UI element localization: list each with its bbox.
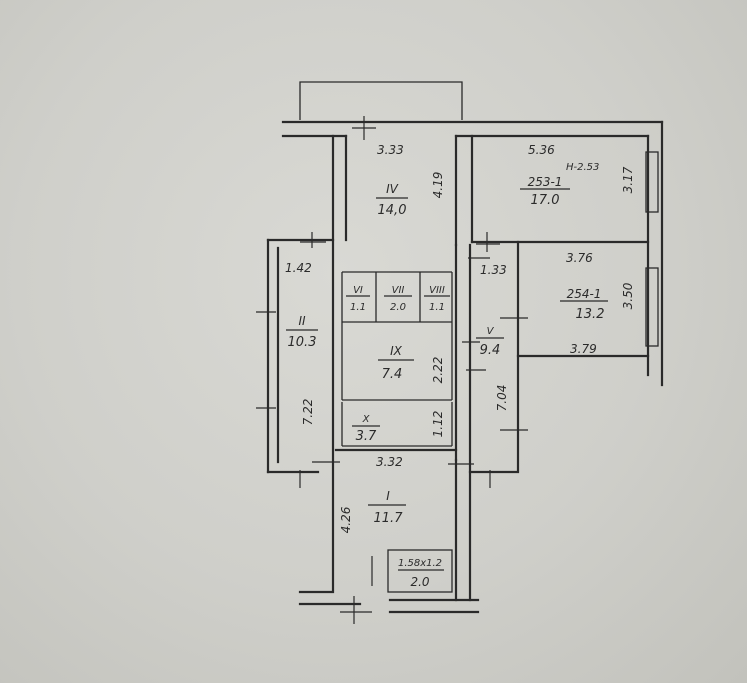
room-x-number: X [362, 414, 371, 425]
room-x-area: 3.7 [356, 429, 377, 444]
closet-size: 1.58x1.2 [398, 558, 442, 569]
labels: 3.33 IV 14,0 4.19 5.36 H-2.53 253-1 17.0… [285, 143, 635, 589]
room-i-length: 4.26 [339, 506, 353, 533]
room-v-area: 9.4 [480, 343, 501, 358]
room-ii-number: II [298, 314, 306, 328]
room-ix-number: IX [390, 344, 403, 358]
room-iv-width: 3.33 [377, 143, 404, 157]
room-i-area: 11.7 [374, 511, 404, 526]
room-254-id: 254-1 [567, 287, 602, 301]
closet-area: 2.0 [410, 575, 429, 589]
room-iv-area: 14,0 [378, 203, 407, 218]
room-253-length: 3.17 [621, 166, 635, 193]
room-iv-length: 4.19 [431, 172, 445, 199]
walls [266, 120, 664, 614]
room-iv-number: IV [386, 182, 399, 196]
room-253-id: 253-1 [528, 175, 563, 189]
room-viii-area: 1.1 [429, 302, 445, 313]
room-v-number: V [487, 326, 495, 337]
room-i-width: 3.32 [376, 455, 403, 469]
room-vii-area: 2.0 [390, 302, 406, 313]
room-253-area: 17.0 [531, 193, 560, 208]
room-ix-length: 2.22 [431, 357, 445, 384]
room-254-width-bottom: 3.79 [570, 342, 597, 356]
room-ii-area: 10.3 [288, 335, 317, 350]
tick-marks [256, 116, 528, 624]
room-ii-length: 7.22 [301, 399, 315, 426]
room-253-height: H-2.53 [566, 162, 599, 173]
room-ii-width: 1.42 [285, 261, 312, 275]
room-vi-area: 1.1 [350, 302, 366, 313]
room-254-length: 3.50 [621, 282, 635, 309]
room-254-width-top: 3.76 [566, 251, 593, 265]
room-v-width: 1.33 [480, 263, 507, 277]
room-vii-number: VII [392, 285, 405, 296]
balcony-outline [299, 81, 463, 120]
room-vi-number: VI [353, 285, 363, 296]
room-ix-area: 7.4 [382, 367, 403, 382]
room-i-number: I [386, 489, 390, 503]
room-254-area: 13.2 [576, 307, 605, 322]
room-viii-number: VIII [429, 285, 445, 296]
room-253-width: 5.36 [528, 143, 555, 157]
room-x-length: 1.12 [431, 411, 445, 438]
room-v-length: 7.04 [495, 385, 509, 412]
